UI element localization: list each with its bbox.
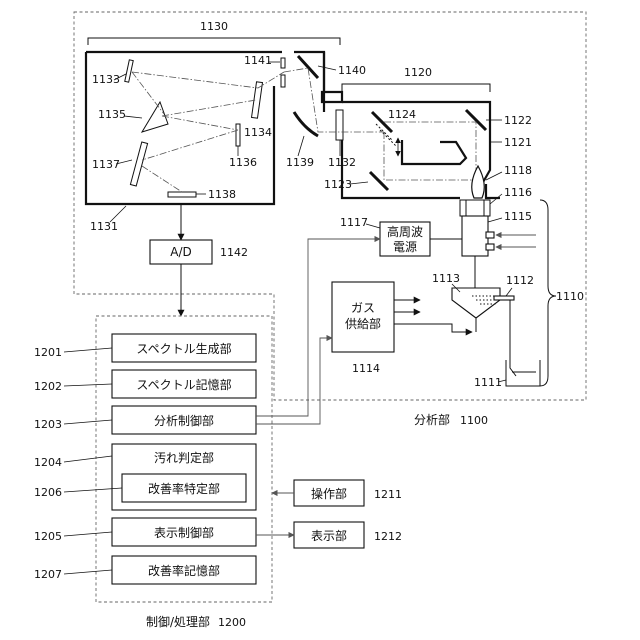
housing-ref: 1131: [90, 220, 118, 233]
svg-text:1111: 1111: [474, 376, 502, 389]
svg-text:1123: 1123: [324, 178, 352, 191]
svg-text:1117: 1117: [340, 216, 368, 229]
svg-text:1212: 1212: [374, 530, 402, 543]
torch-section-bracket: [342, 84, 490, 92]
svg-text:1139: 1139: [286, 156, 314, 169]
svg-text:1140: 1140: [338, 64, 366, 77]
svg-text:1122: 1122: [504, 114, 532, 127]
svg-text:改善率記憶部: 改善率記憶部: [148, 563, 220, 578]
sample-1111: [506, 360, 540, 386]
control-unit-label: 制御/処理部: [146, 614, 210, 629]
svg-text:1142: 1142: [220, 246, 248, 259]
ad-label: A/D: [170, 245, 192, 259]
conn-control-to-gas: [256, 338, 332, 424]
window-1132: [336, 110, 343, 140]
svg-text:1116: 1116: [504, 186, 532, 199]
svg-text:1115: 1115: [504, 210, 532, 223]
svg-text:1114: 1114: [352, 362, 380, 375]
svg-text:1207: 1207: [34, 568, 62, 581]
svg-text:1202: 1202: [34, 380, 62, 393]
svg-text:1201: 1201: [34, 346, 62, 359]
svg-text:1112: 1112: [506, 274, 534, 287]
svg-text:1136: 1136: [229, 156, 257, 169]
svg-text:1134: 1134: [244, 126, 272, 139]
svg-text:1120: 1120: [404, 66, 432, 79]
svg-text:1113: 1113: [432, 272, 460, 285]
control-unit-ref: 1200: [218, 616, 246, 629]
torch-inner-wall: [402, 140, 466, 164]
svg-text:汚れ判定部: 汚れ判定部: [154, 450, 214, 465]
monochromator-ref: 1130: [200, 20, 228, 33]
mirror-1123: [370, 172, 388, 190]
nebulizer-1113: [452, 288, 500, 318]
svg-text:1124: 1124: [388, 108, 416, 121]
svg-text:1118: 1118: [504, 164, 532, 177]
sample-intro-bracket: [540, 200, 556, 386]
mirror-1140: [298, 56, 318, 78]
svg-text:1211: 1211: [374, 488, 402, 501]
grating-1135: [142, 102, 168, 132]
svg-text:1135: 1135: [98, 108, 126, 121]
coil-1115: [462, 216, 488, 256]
monochromator-bracket: [88, 38, 340, 45]
svg-text:1110: 1110: [556, 290, 584, 303]
analysis-unit-ref: 1100: [460, 414, 488, 427]
svg-text:1203: 1203: [34, 418, 62, 431]
svg-text:1138: 1138: [208, 188, 236, 201]
svg-text:スペクトル生成部: スペクトル生成部: [136, 341, 231, 356]
svg-text:1204: 1204: [34, 456, 62, 469]
coil-port-upper: [486, 232, 494, 238]
plasma-1118: [472, 166, 485, 198]
element-1134: [236, 124, 240, 146]
mirror-1133: [125, 60, 133, 82]
svg-text:表示制御部: 表示制御部: [154, 525, 214, 540]
svg-text:1121: 1121: [504, 136, 532, 149]
slit-1141: [281, 58, 285, 68]
svg-text:1206: 1206: [34, 486, 62, 499]
optical-path-entrance: [284, 68, 384, 132]
analysis-unit-label: 分析部: [414, 412, 450, 427]
gas-supply-label-1: ガス: [351, 301, 375, 315]
spray-nozzle-1112: [494, 296, 514, 300]
mirror-1137: [130, 142, 147, 186]
mirror-1139: [294, 112, 318, 136]
svg-text:表示部: 表示部: [311, 528, 347, 543]
svg-text:分析制御部: 分析制御部: [154, 413, 214, 428]
torch-1116: [460, 200, 490, 216]
slit-1141-lower: [281, 75, 285, 87]
svg-text:改善率特定部: 改善率特定部: [148, 481, 220, 496]
rf-power-label-1: 高周波: [387, 224, 423, 239]
svg-text:操作部: 操作部: [311, 486, 347, 501]
svg-text:1205: 1205: [34, 530, 62, 543]
sample-tube: [510, 300, 516, 376]
coil-port-lower: [486, 244, 494, 250]
rf-power-label-2: 電源: [393, 240, 417, 254]
svg-text:スペクトル記憶部: スペクトル記憶部: [136, 377, 231, 392]
gas-supply-label-2: 供給部: [345, 316, 381, 331]
detector-1138: [168, 192, 196, 197]
svg-text:1137: 1137: [92, 158, 120, 171]
svg-text:1141: 1141: [244, 54, 272, 67]
